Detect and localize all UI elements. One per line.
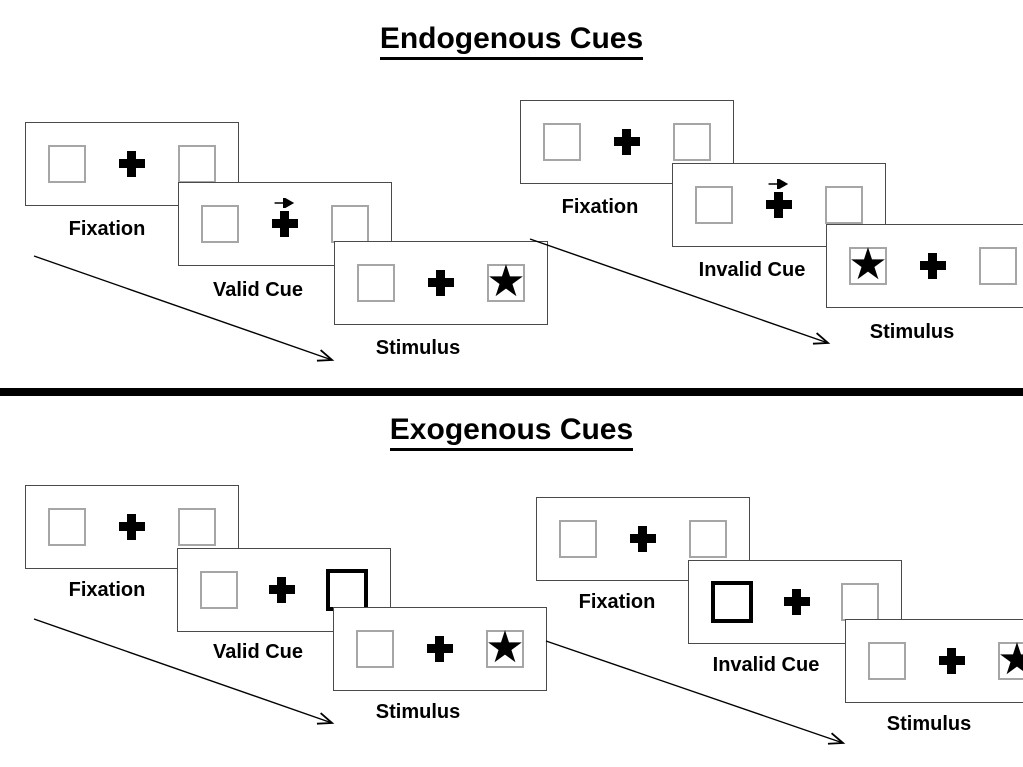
endo-valid-fixation-panel (25, 122, 239, 206)
right-arrow-cue-icon (768, 179, 789, 189)
right-placeholder-box (979, 247, 1017, 285)
fixation-cross-icon (428, 270, 454, 296)
left-placeholder-box (543, 123, 581, 161)
star-target-icon: ★ (848, 239, 888, 290)
exogenous-title: Exogenous Cues (389, 413, 634, 451)
right-target-box: ★ (997, 634, 1023, 685)
right-placeholder-box (178, 508, 216, 546)
fixation-cross-icon (614, 129, 640, 155)
fixation-cross-icon (784, 589, 810, 615)
exo-invalid-cue-label: Invalid Cue (712, 654, 820, 676)
left-placeholder-box (200, 571, 238, 609)
section-divider (0, 388, 1023, 396)
right-placeholder-box (689, 520, 727, 558)
star-target-icon: ★ (485, 622, 525, 673)
fixation-cross-icon (920, 253, 946, 279)
exo-valid-stimulus-label: Stimulus (375, 701, 461, 723)
left-highlighted-cue-box (711, 581, 753, 623)
left-placeholder-box (695, 186, 733, 224)
exo-invalid-cue-panel (688, 560, 902, 644)
right-placeholder-box (825, 186, 863, 224)
right-target-box: ★ (485, 622, 525, 673)
endo-valid-cue-label: Valid Cue (212, 279, 304, 301)
endogenous-title: Endogenous Cues (379, 22, 644, 60)
time-arrow (33, 255, 335, 362)
right-placeholder-box (673, 123, 711, 161)
time-arrow (33, 618, 335, 725)
left-placeholder-box (559, 520, 597, 558)
star-target-icon: ★ (997, 634, 1023, 685)
exo-invalid-stimulus-label: Stimulus (886, 713, 972, 735)
left-placeholder-box (868, 642, 906, 680)
right-arrow-cue-icon (274, 198, 295, 208)
endogenous-section-header: Endogenous Cues (0, 22, 1023, 60)
left-placeholder-box (357, 264, 395, 302)
star-target-icon: ★ (486, 256, 526, 307)
left-placeholder-box (201, 205, 239, 243)
fixation-cross-icon (272, 211, 298, 237)
right-placeholder-box (331, 205, 369, 243)
right-highlighted-cue-box (326, 569, 368, 611)
exo-invalid-stimulus-panel: ★ (845, 619, 1023, 703)
left-placeholder-box (48, 508, 86, 546)
endo-valid-stimulus-label: Stimulus (375, 337, 461, 359)
fixation-cross-icon (269, 577, 295, 603)
time-arrow (545, 640, 846, 745)
fixation-cross-icon (939, 648, 965, 674)
left-placeholder-box (356, 630, 394, 668)
fixation-cross-icon (766, 192, 792, 218)
right-placeholder-box (178, 145, 216, 183)
fixation-cross-icon (427, 636, 453, 662)
endo-invalid-stimulus-label: Stimulus (869, 321, 955, 343)
endo-invalid-stimulus-panel: ★ (826, 224, 1023, 308)
exo-valid-fixation-label: Fixation (68, 579, 146, 601)
endo-valid-stimulus-panel: ★ (334, 241, 548, 325)
endo-valid-fixation-label: Fixation (68, 218, 146, 240)
fixation-cross-icon (119, 151, 145, 177)
exo-valid-stimulus-panel: ★ (333, 607, 547, 691)
exo-invalid-fixation-label: Fixation (578, 591, 656, 613)
time-arrow (529, 238, 831, 345)
endo-invalid-cue-label: Invalid Cue (698, 259, 806, 281)
endo-invalid-fixation-label: Fixation (561, 196, 639, 218)
exo-valid-cue-label: Valid Cue (212, 641, 304, 663)
left-placeholder-box (48, 145, 86, 183)
right-placeholder-box (841, 583, 879, 621)
fixation-cross-icon (119, 514, 145, 540)
fixation-cross-icon (630, 526, 656, 552)
left-target-box: ★ (848, 239, 888, 290)
right-target-box: ★ (486, 256, 526, 307)
exogenous-section-header: Exogenous Cues (0, 413, 1023, 451)
